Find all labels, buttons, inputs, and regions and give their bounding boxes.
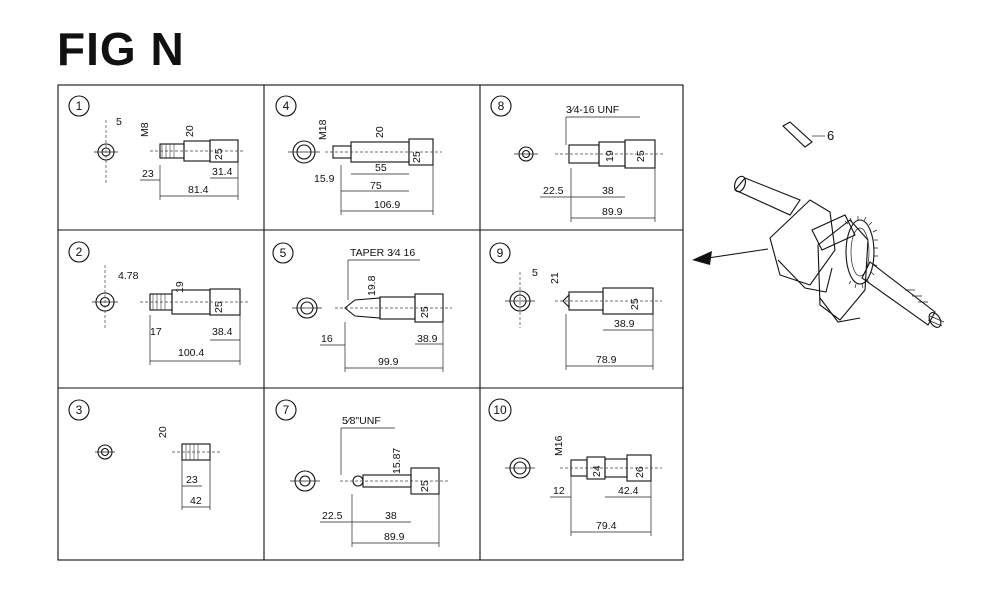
panel-8: 8 3⁄4-16 UNF 19 25 22.5 38 89.9	[490, 95, 665, 222]
dimension-label: 23	[142, 168, 154, 180]
dimension-label: 3⁄4-16 UNF	[566, 104, 619, 116]
dimension-label: 89.9	[384, 531, 405, 543]
dimension-label: M16	[553, 435, 565, 456]
dimension-label: 22.5	[543, 185, 564, 197]
dimension-label: 99.9	[378, 356, 399, 368]
dimension-label: 4.78	[118, 270, 139, 282]
dimension-label: 4	[283, 99, 290, 113]
dimension-label: 38.9	[614, 318, 635, 330]
dimension-label: 38	[385, 510, 397, 522]
dimension-label: 17	[150, 326, 162, 338]
dimension-label: 22.5	[322, 510, 343, 522]
panel-9: 9 5 21 25 38.9 78.9	[489, 242, 662, 370]
dimension-label: 5	[116, 116, 122, 128]
dimension-label: 3	[76, 403, 83, 417]
panel-number: 1	[76, 99, 83, 113]
panel-number-badge	[68, 241, 90, 263]
dimension-label: 5	[532, 267, 538, 279]
dimension-label: 25	[629, 298, 641, 310]
panel-3: 3 20 23 42	[68, 399, 220, 510]
dimension-label: 5	[280, 246, 287, 260]
dimension-label: 20	[157, 426, 169, 438]
dimension-label: 7	[283, 403, 290, 417]
dimension-label: 89.9	[602, 206, 623, 218]
panel-number-badge	[490, 95, 512, 117]
dimension-label: 25	[213, 301, 225, 313]
dimension-label: 19	[174, 281, 186, 293]
dimension-label: 42.4	[618, 485, 639, 497]
dimension-label: 38	[602, 185, 614, 197]
panel-5: 5 TAPER 3⁄4 16 19.8 25 16 38.9 99.9	[272, 242, 452, 372]
panel-number-badge	[275, 95, 297, 117]
panel-4: 4 M18 20 25 55 15.9 75 106.9	[275, 95, 442, 215]
dimension-label: 16	[321, 333, 333, 345]
dimension-label: 81.4	[188, 184, 209, 196]
dimension-label: 100.4	[178, 347, 204, 359]
dimension-label: 25	[635, 150, 647, 162]
panel-number-badge	[488, 398, 512, 422]
dimension-label: 21	[549, 272, 561, 284]
dimension-label: 2	[76, 245, 83, 259]
dimension-label: 20	[184, 125, 196, 137]
arrow-left-icon	[692, 248, 769, 265]
panel-number-badge	[489, 242, 511, 264]
panel-1: 1 5 M8 20 25 23 31.4 81.4	[68, 95, 245, 200]
dimension-label: 25	[213, 148, 225, 160]
dimension-label: 25	[419, 306, 431, 318]
panel-grid	[57, 84, 684, 561]
dimension-label: 26	[634, 466, 646, 478]
callout-number: 6	[827, 128, 834, 143]
panel-2: 2 4.78 19 25 17 38.4 100.4	[68, 241, 248, 365]
dimension-label: 9	[497, 246, 504, 260]
panel-number-badge	[68, 95, 90, 117]
dimension-label: 12	[553, 485, 565, 497]
dimension-label: 38.4	[212, 326, 233, 338]
dimension-label: 38.9	[417, 333, 438, 345]
dimension-label: 5⁄8"UNF	[342, 415, 381, 427]
dimension-label: 15.87	[391, 448, 403, 474]
figure-title: FIG N	[57, 23, 185, 75]
dimension-label: 25	[411, 151, 423, 163]
panel-number-badge	[68, 399, 90, 421]
key-pin-icon	[782, 121, 825, 148]
panel-10: 10 M16 24 26 12 42.4 79.4	[488, 398, 662, 536]
panel-7: 7 5⁄8"UNF 15.87 25 22.5 38 89.9	[275, 399, 448, 547]
dimension-label: M8	[139, 122, 151, 137]
dimension-label: 20	[374, 126, 386, 138]
dimension-label: 106.9	[374, 199, 400, 211]
dimension-label: 8	[498, 99, 505, 113]
dimension-label: 10	[493, 403, 507, 417]
dimension-label: M18	[317, 119, 329, 140]
dimension-label: 75	[370, 180, 382, 192]
dimension-label: 23	[186, 474, 198, 486]
panel-number-badge	[275, 399, 297, 421]
dimension-label: 42	[190, 495, 202, 507]
dimension-label: 31.4	[212, 166, 233, 178]
crankshaft-exploded-icon	[734, 175, 945, 328]
dimension-label: 19.8	[366, 275, 378, 296]
panel-number-badge	[272, 242, 294, 264]
dimension-label: 25	[419, 480, 431, 492]
dimension-label: 19	[604, 150, 616, 162]
dimension-label: 78.9	[596, 354, 617, 366]
dimension-label: 55	[375, 162, 387, 174]
dimension-label: TAPER 3⁄4 16	[350, 247, 415, 259]
dimension-label: 79.4	[596, 520, 617, 532]
dimension-label: 24	[591, 465, 603, 477]
dimension-label: 15.9	[314, 173, 335, 185]
